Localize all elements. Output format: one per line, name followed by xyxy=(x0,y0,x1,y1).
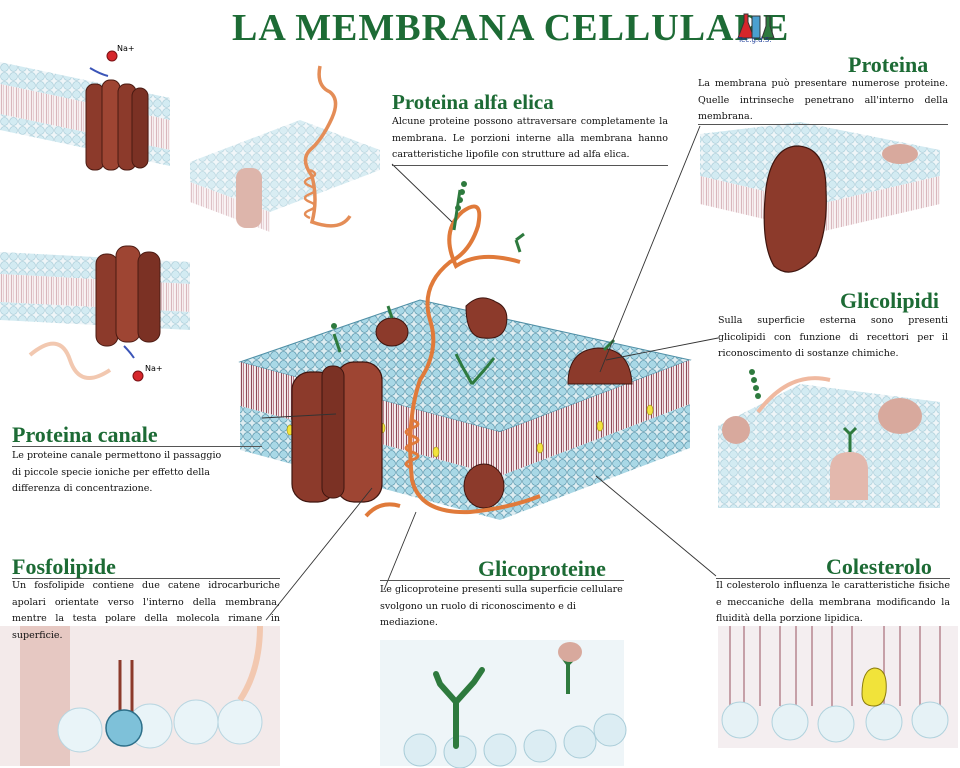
heading-fosfolipide: Fosfolipide xyxy=(12,554,116,579)
channel-panel-bottom xyxy=(0,245,190,382)
protein-panel xyxy=(700,122,940,273)
text-fosfolipide: Un fosfolipide contiene due catene idroc… xyxy=(12,580,280,641)
text-glicoproteine: Le glicoproteine presenti sulla superfic… xyxy=(380,584,623,628)
channel-panel-top xyxy=(0,50,170,171)
alfa-panel xyxy=(190,65,380,232)
rule-glicoproteine xyxy=(380,580,624,581)
text-proteina: La membrana può presentare numerose prot… xyxy=(698,78,948,122)
text-glicolipidi: Sulla superficie esterna sono presenti g… xyxy=(718,315,948,359)
flask-logo-icon xyxy=(734,10,778,48)
fosfolipide-panel xyxy=(0,625,280,766)
rule-colesterolo xyxy=(716,578,950,579)
main-membrane xyxy=(238,181,692,520)
heading-proteina-canale: Proteina canale xyxy=(12,422,158,447)
rule-alfa xyxy=(392,165,668,166)
glicoproteine-panel xyxy=(380,640,627,768)
rule-proteina xyxy=(698,124,948,125)
heading-glicolipidi: Glicolipidi xyxy=(840,288,940,313)
ion-label-bottom: Na+ xyxy=(145,364,163,373)
glicolipidi-panel xyxy=(718,369,940,508)
heading-colesterolo: Colesterolo xyxy=(826,554,932,579)
rule-canale xyxy=(12,446,262,447)
text-alfa-elica: Alcune proteine possono attraversare com… xyxy=(392,116,668,160)
text-colesterolo: Il colesterolo influenza le caratteristi… xyxy=(716,580,950,624)
heading-glicoproteine: Glicoproteine xyxy=(478,556,606,581)
ion-label-top: Na+ xyxy=(117,44,135,53)
page-title: LA MEMBRANA CELLULARE xyxy=(232,7,790,49)
text-proteina-canale: Le proteine canale permettono il passagg… xyxy=(12,450,222,494)
heading-proteina: Proteina xyxy=(848,52,929,77)
heading-alfa-elica: Proteina alfa elica xyxy=(392,90,554,114)
rule-fosfolipide xyxy=(12,578,280,579)
colesterolo-panel xyxy=(718,626,958,748)
logo-text: Tec.g.d.S. xyxy=(738,36,772,44)
